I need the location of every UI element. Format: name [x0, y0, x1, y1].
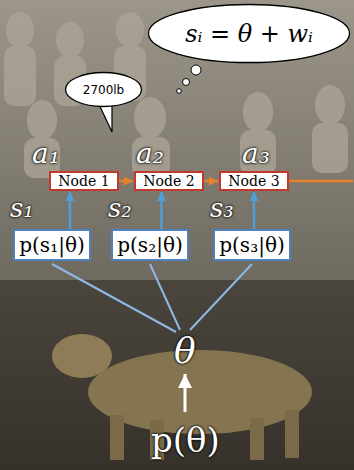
flow-arrow — [160, 192, 163, 229]
likelihood-box: p(s₂|θ) — [111, 229, 189, 261]
signal-label: s₁ — [10, 193, 34, 223]
signal-label: s₃ — [210, 193, 234, 223]
continuation-arrow — [289, 180, 353, 183]
theta-lines — [52, 264, 252, 332]
thought-bubble: sᵢ = θ + wᵢ — [147, 3, 351, 64]
flow-arrow — [204, 180, 218, 183]
node-text: p(s₂|θ) — [117, 233, 182, 257]
node-text: 2700lb — [83, 83, 125, 97]
node-text: p(s₃|θ) — [219, 233, 284, 257]
process-box: Node 3 — [219, 171, 289, 191]
process-box: Node 1 — [49, 171, 119, 191]
signal-label: s₂ — [108, 193, 132, 223]
node-text: Node 2 — [143, 173, 194, 189]
action-label: a₂ — [136, 137, 164, 170]
prior-arrow — [184, 374, 187, 412]
flow-arrow — [253, 192, 256, 229]
node-text: Node 3 — [228, 173, 279, 189]
action-label: a₃ — [242, 137, 270, 170]
prior-label: p(θ) — [151, 420, 220, 460]
thought-dots — [177, 65, 201, 93]
node-text: Node 1 — [58, 173, 109, 189]
bubble-ellipse — [66, 73, 142, 107]
bubble-ellipse — [149, 5, 350, 63]
node-text: sᵢ = θ + wᵢ — [185, 20, 313, 48]
node-text: p(s₁|θ) — [19, 233, 84, 257]
action-label: a₁ — [32, 137, 60, 170]
flow-arrow — [69, 192, 72, 229]
likelihood-box: p(s₁|θ) — [13, 229, 91, 261]
flow-arrow — [119, 180, 133, 183]
speech-bubble: 2700lb — [64, 71, 143, 108]
process-box: Node 2 — [134, 171, 204, 191]
state-label: θ — [174, 330, 196, 371]
likelihood-box: p(s₃|θ) — [213, 229, 291, 261]
